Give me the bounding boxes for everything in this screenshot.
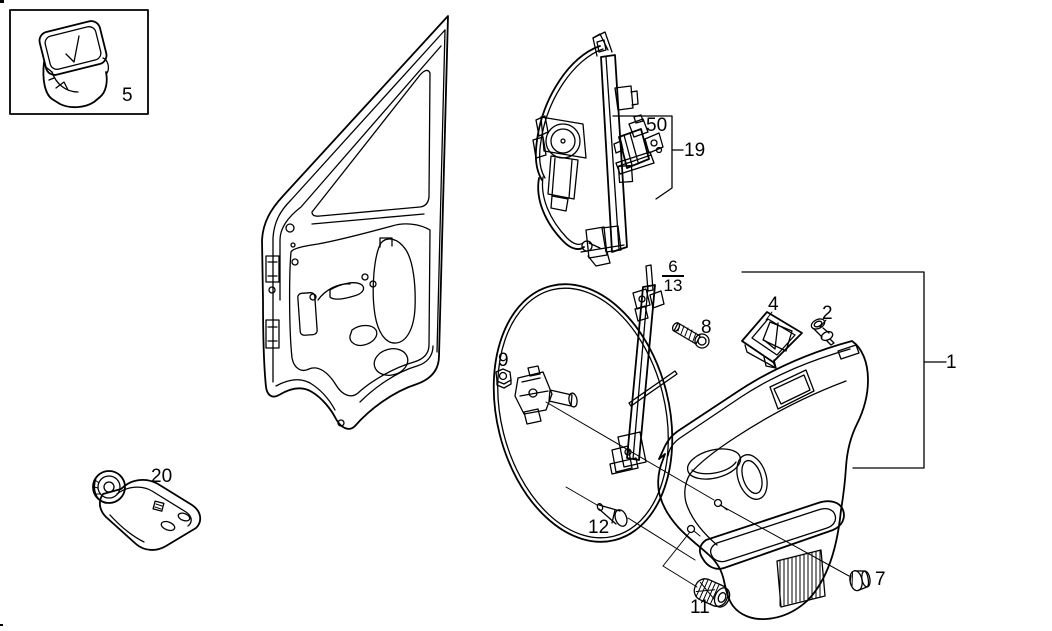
bolt-8-drawing [671, 322, 710, 349]
storage-bin-5-drawing [38, 20, 110, 109]
part-label-6-13[interactable]: 6 13 [662, 257, 684, 295]
part-label-4[interactable]: 4 [768, 294, 779, 315]
cone-plug-12-drawing [596, 502, 628, 527]
part-label-19[interactable]: 19 [684, 140, 706, 161]
door-trim-panel-drawing [657, 340, 869, 620]
part-label-6[interactable]: 6 [668, 257, 678, 276]
pocket-4-drawing [741, 311, 803, 369]
ribbed-plug-11-drawing [693, 578, 731, 608]
part-label-13[interactable]: 13 [663, 276, 683, 295]
box-5-frame [9, 9, 149, 115]
clip-2-drawing [810, 318, 835, 346]
manual-window-regulator-drawing [492, 264, 715, 561]
grommet-7-drawing [849, 570, 871, 592]
part-label-20[interactable]: 20 [151, 466, 173, 487]
part-label-50[interactable]: 50 [646, 115, 668, 136]
part-label-7[interactable]: 7 [875, 569, 886, 590]
power-window-regulator-drawing [532, 31, 639, 267]
part-label-1[interactable]: 1 [946, 352, 957, 373]
part-label-5[interactable]: 5 [122, 85, 133, 106]
part-label-8[interactable]: 8 [701, 317, 712, 338]
callout-bracket-1 [741, 271, 947, 469]
part-label-11[interactable]: 11 [690, 597, 710, 618]
fraction-bar [662, 275, 684, 277]
part-label-9[interactable]: 9 [498, 350, 509, 371]
part-label-12[interactable]: 12 [588, 517, 610, 538]
pull-handle-20-drawing [92, 470, 202, 551]
window-motor-50-drawing [613, 114, 664, 175]
part-label-2[interactable]: 2 [822, 303, 833, 324]
callout-bracket-19 [612, 115, 684, 200]
corner-mark [0, 0, 4, 3]
edge-mark [0, 624, 3, 626]
nut-9-drawing [495, 368, 512, 389]
door-shell-drawing [261, 15, 449, 430]
